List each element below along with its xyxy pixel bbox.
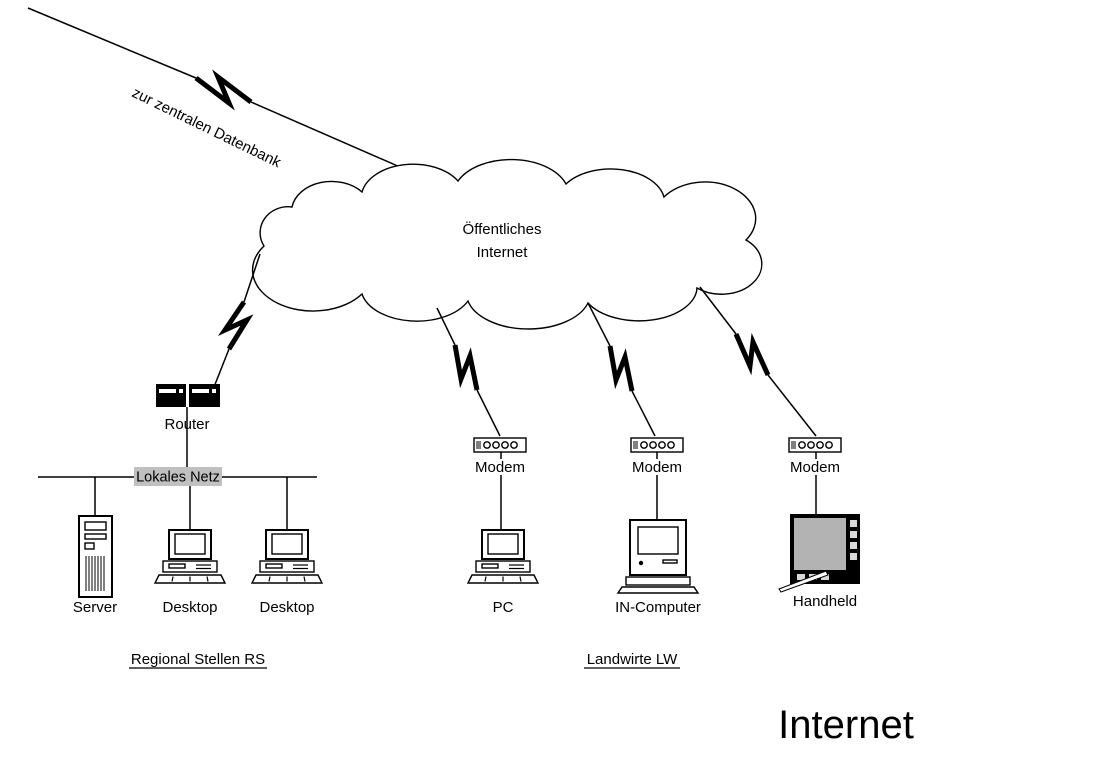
desktop1-label: Desktop <box>162 599 217 616</box>
lokales-netz-label-bg <box>134 467 222 486</box>
keyboard <box>616 586 700 594</box>
cloud-label-line2: Internet <box>477 244 529 261</box>
desktop1-icon <box>153 529 227 584</box>
router-icon <box>156 384 220 407</box>
stylus <box>778 570 829 593</box>
logo-dot <box>638 560 644 566</box>
pc-icon <box>466 529 540 584</box>
cloud-label-line1: Öffentliches <box>463 220 542 238</box>
handheld-label: Handheld <box>793 593 857 610</box>
internet-title: Internet <box>778 703 914 747</box>
base <box>625 576 691 586</box>
datenbank-link-label: zur zentralen Datenbank <box>129 84 284 171</box>
router-label: Router <box>164 416 209 433</box>
modem2-link-bolt <box>587 302 656 437</box>
modem2-label-bg <box>632 459 682 475</box>
modem2-icon <box>630 437 684 453</box>
modem1-label-bg <box>475 459 525 475</box>
modem2-label: Modem <box>632 459 682 476</box>
server-icon <box>78 515 113 598</box>
datenbank-link-bolt: zur zentralen Datenbank <box>27 7 433 182</box>
modem3-label-bg <box>790 459 840 475</box>
in-computer-label: IN-Computer <box>615 599 701 616</box>
in-computer-icon <box>616 519 700 594</box>
landwirte-group-label: Landwirte LW <box>587 651 678 668</box>
handheld-icon <box>778 514 860 593</box>
modem1-icon <box>473 437 527 453</box>
desktop2-icon <box>250 529 324 584</box>
lokales-netz-label: Lokales Netz <box>136 470 220 486</box>
modem3-link-bolt <box>699 286 817 437</box>
modem1-label: Modem <box>475 459 525 476</box>
internet-cloud <box>251 158 763 330</box>
server-label: Server <box>73 599 117 616</box>
desktop2-label: Desktop <box>259 599 314 616</box>
router-link-bolt <box>213 253 261 388</box>
modem3-icon <box>788 437 842 453</box>
modem1-link-bolt <box>436 307 501 437</box>
handheld-screen <box>794 518 846 570</box>
regional-group-label: Regional Stellen RS <box>131 651 265 668</box>
modem3-label: Modem <box>790 459 840 476</box>
screen <box>637 526 679 555</box>
pc-label: PC <box>493 599 514 616</box>
